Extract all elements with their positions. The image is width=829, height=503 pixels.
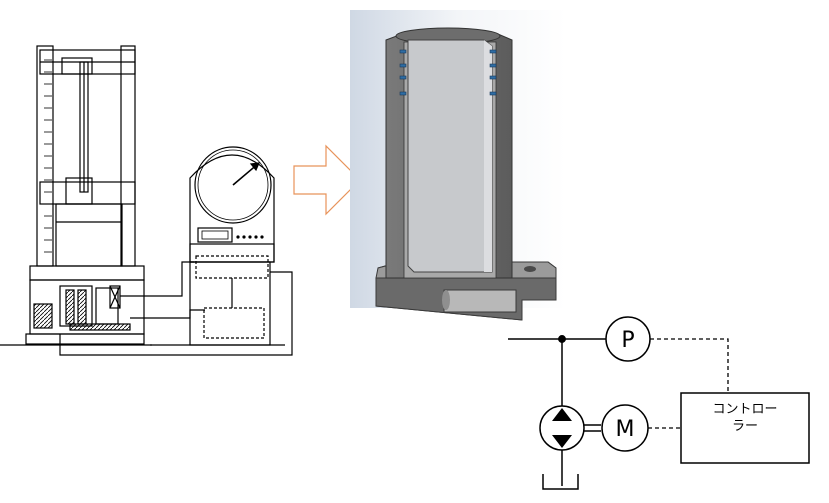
scale-ticks — [44, 59, 52, 253]
hollow-right-arrow-icon — [293, 144, 361, 216]
tank-icon — [542, 474, 579, 490]
controller-label-line1: コントロー — [712, 402, 777, 417]
hydraulic-circuit — [508, 316, 810, 490]
dial-needle-head-icon — [249, 162, 260, 172]
seal-grooves — [399, 49, 497, 96]
controller-label-line2: ラー — [732, 419, 758, 434]
gauge-symbol-label: P — [621, 328, 634, 353]
dial-gauge-outer — [194, 146, 272, 224]
pump-triangle-up — [552, 408, 572, 421]
cad-cross-section-render — [350, 10, 566, 321]
console-buttons — [236, 235, 264, 239]
signal-line-gauge — [650, 338, 729, 393]
press-machine-drawing — [0, 45, 293, 356]
pump-triangle-down — [552, 435, 572, 448]
motor-symbol-label: M — [616, 417, 635, 442]
controller-box — [680, 392, 810, 464]
